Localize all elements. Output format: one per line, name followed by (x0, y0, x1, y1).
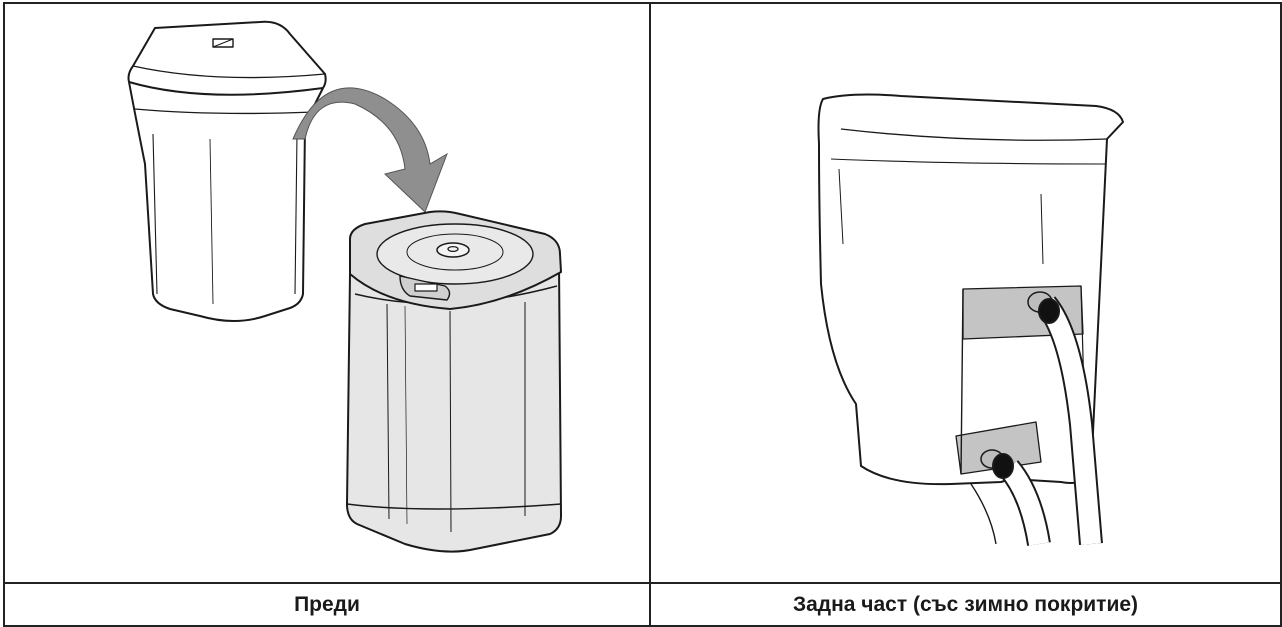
winter-cover-drawing (129, 22, 326, 321)
figure-table: Преди Задна част (със зимно покритие) (3, 2, 1282, 627)
illustration-before (5, 4, 649, 580)
covered-pump-back-drawing (819, 95, 1124, 544)
caption-before: Преди (4, 583, 650, 626)
illustration-back-cell (650, 3, 1281, 583)
caption-back: Задна част (със зимно покритие) (650, 583, 1281, 626)
placement-arrow (293, 88, 447, 212)
illustration-back (651, 4, 1280, 580)
pump-unit-drawing (347, 211, 561, 551)
illustration-before-cell (4, 3, 650, 583)
